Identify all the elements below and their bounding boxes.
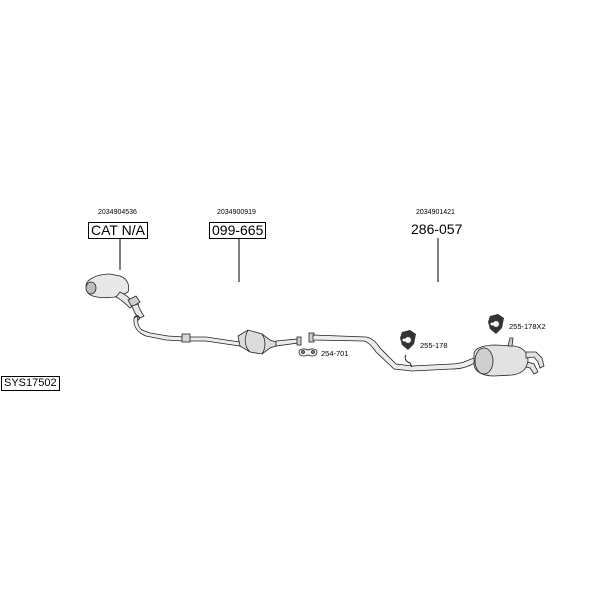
rear-silencer[interactable] bbox=[473, 337, 545, 377]
hanger-icon-1[interactable] bbox=[400, 330, 416, 368]
system-code: SYS17502 bbox=[1, 376, 60, 391]
part-label-rear-section[interactable]: 286-057 bbox=[411, 221, 463, 237]
hanger-1-label[interactable]: 255-178 bbox=[420, 341, 448, 350]
part-ref-front-pipe: 2034900919 bbox=[217, 209, 256, 216]
part-ref-cat: 2034904536 bbox=[98, 209, 137, 216]
clamp-icon[interactable] bbox=[298, 348, 318, 357]
hanger-2-label[interactable]: 255-178X2 bbox=[509, 322, 546, 331]
part-label-cat[interactable]: CAT N/A bbox=[88, 222, 148, 239]
part-ref-rear-section: 2034901421 bbox=[416, 209, 455, 216]
catalytic-converter[interactable] bbox=[85, 273, 145, 321]
part-label-front-pipe[interactable]: 099-665 bbox=[209, 222, 267, 239]
clamp-label[interactable]: 254-701 bbox=[321, 349, 349, 358]
front-pipe[interactable] bbox=[133, 315, 302, 355]
hanger-icon-2[interactable] bbox=[488, 314, 504, 334]
